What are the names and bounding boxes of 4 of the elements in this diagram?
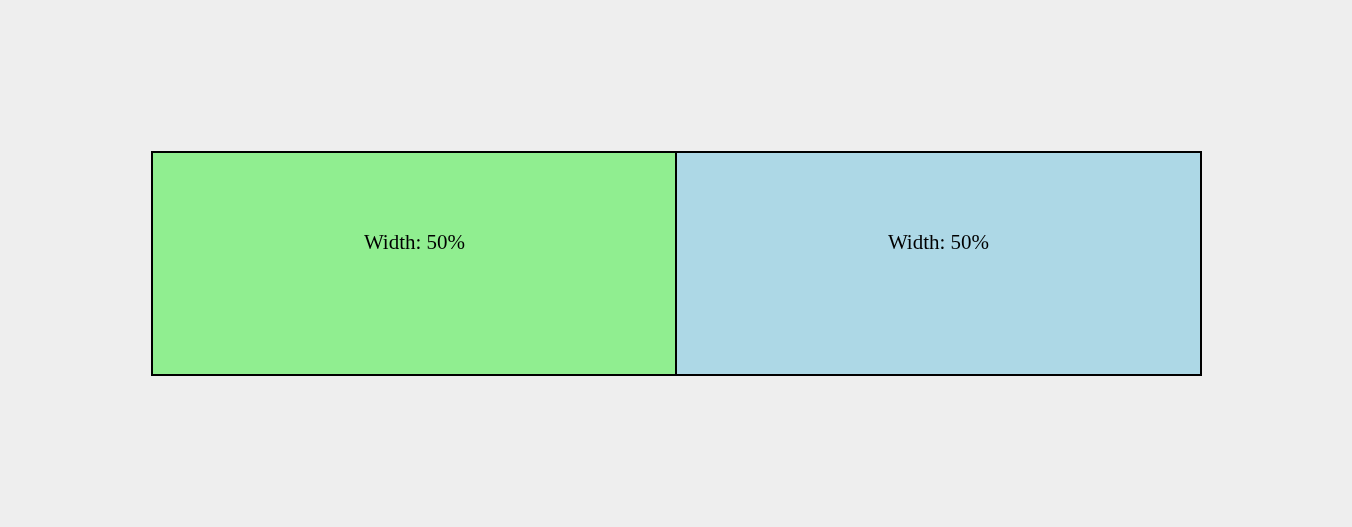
- layout-box: [151, 151, 678, 376]
- box-label: Width: 50%: [363, 229, 466, 255]
- layout-box: [675, 151, 1202, 376]
- box-label: Width: 50%: [887, 229, 990, 255]
